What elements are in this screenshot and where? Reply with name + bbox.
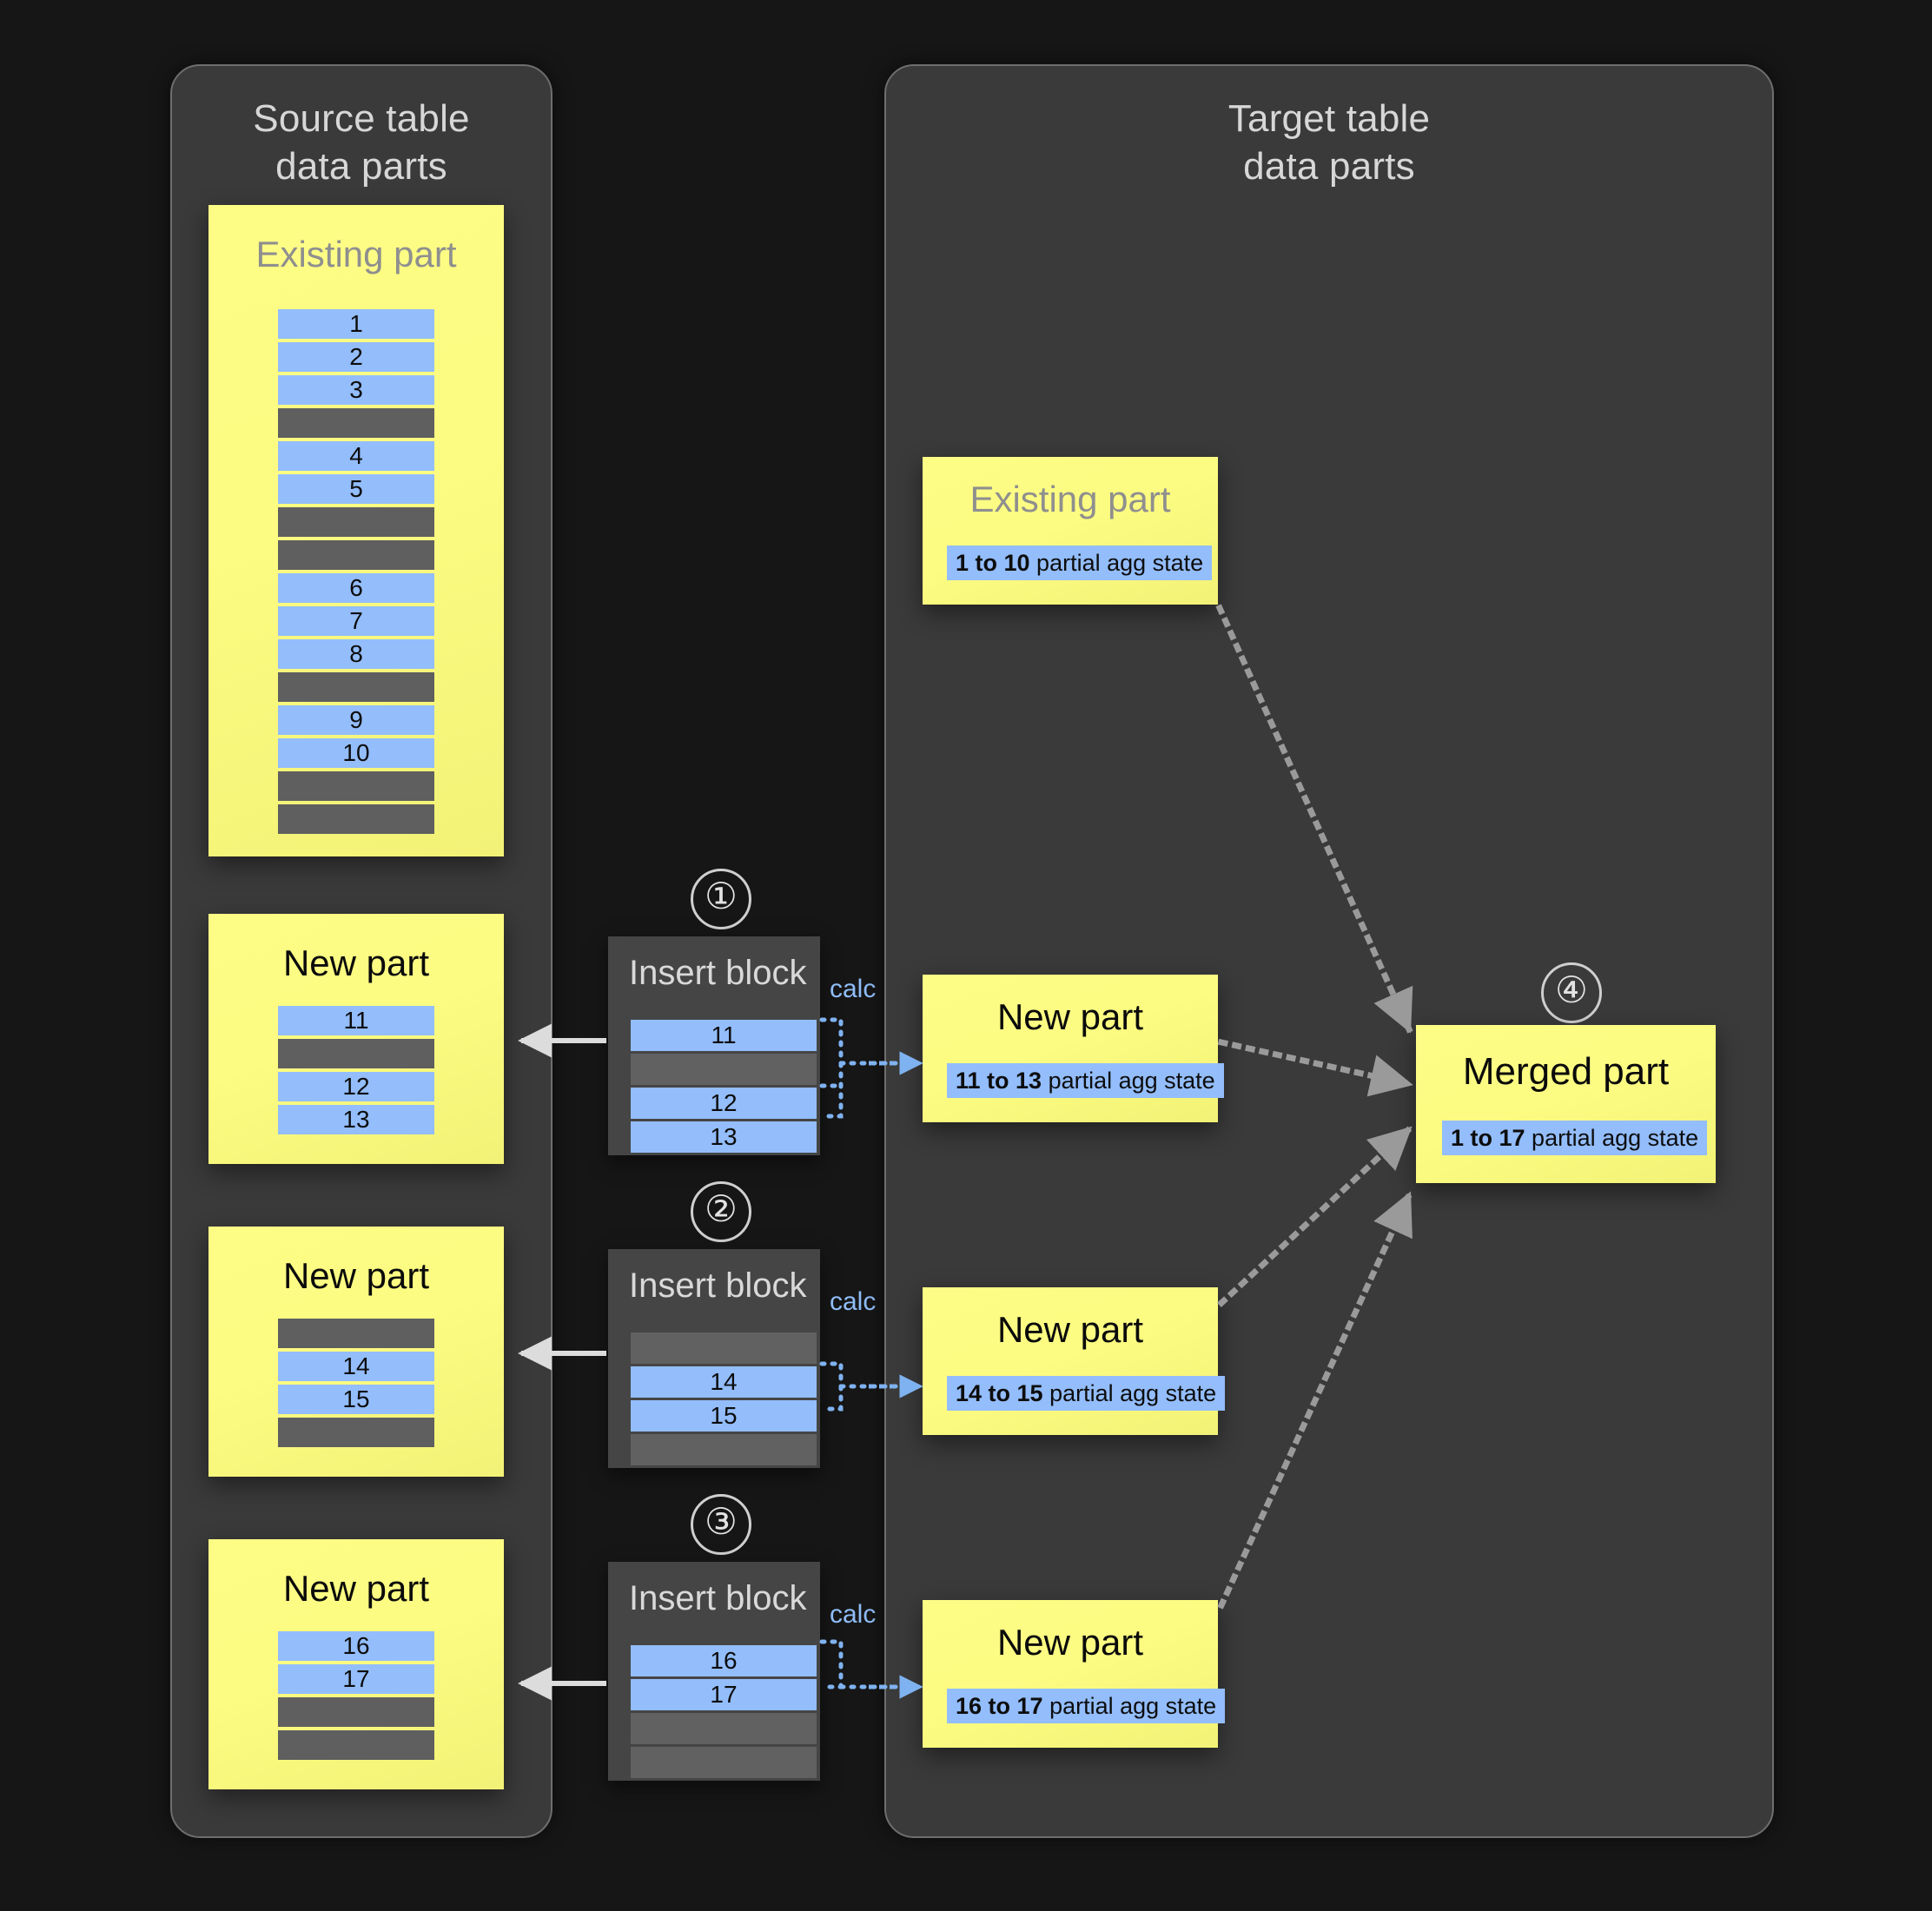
step-badge-3: ③ (691, 1494, 751, 1555)
insert-block-1-row-2 (631, 1054, 817, 1085)
target-new-part-2-title: New part (996, 1309, 1144, 1350)
agg-range: 1 to 10 (956, 550, 1030, 576)
source-table-title: Source table data parts (253, 97, 470, 188)
source-new-part-2-row-1 (278, 1319, 434, 1348)
agg-range: 1 to 17 (1451, 1125, 1525, 1151)
source-existing-part-title: Existing part (255, 234, 457, 274)
insert-block-1-row-3: 12 (631, 1088, 817, 1119)
insert-block-2-row-2: 14 (631, 1366, 817, 1398)
target-new-part-3-title: New part (996, 1622, 1144, 1663)
insert-block-2-title: Insert block (629, 1266, 807, 1305)
source-existing-part-row-12 (278, 672, 434, 702)
source-existing-part-row-15 (278, 771, 434, 801)
target-existing-part-title: Existing part (969, 479, 1171, 519)
source-existing-part-row-3: 3 (278, 375, 434, 405)
step-badge-2: ② (691, 1181, 751, 1242)
source-existing-part-row-4 (278, 408, 434, 438)
merged-part-agg: 1 to 17 partial agg state (1442, 1121, 1708, 1155)
source-existing-part-row-5: 4 (278, 441, 434, 471)
insert-block-1-title: Insert block (629, 954, 807, 992)
merged-part-title: Merged part (1462, 1050, 1670, 1093)
source-existing-part-row-16 (278, 804, 434, 834)
target-new-part-2: New part 14 to 15 partial agg state (923, 1287, 1226, 1435)
source-new-part-2-row-2: 14 (278, 1352, 434, 1381)
source-new-part-2-row-4 (278, 1418, 434, 1447)
calc-label-1: calc (830, 975, 877, 1003)
calc-label-3: calc (830, 1600, 877, 1629)
source-existing-part-row-1: 1 (278, 309, 434, 339)
calc-label-2: calc (830, 1287, 877, 1316)
source-existing-part-row-8 (278, 540, 434, 570)
target-existing-part-agg: 1 to 10 partial agg state (947, 546, 1213, 580)
source-new-part-2: New part 14 15 (208, 1227, 504, 1477)
source-new-part-1-title: New part (282, 942, 430, 983)
source-existing-part-row-14: 10 (278, 738, 434, 768)
source-new-part-3-row-3 (278, 1697, 434, 1727)
insert-block-2-row-1 (631, 1332, 817, 1364)
step-badge-1: ① (691, 869, 751, 929)
source-new-part-3-row-4 (278, 1730, 434, 1760)
agg-suffix: partial agg state (1042, 1068, 1215, 1094)
source-new-part-2-title: New part (282, 1255, 430, 1296)
agg-suffix: partial agg state (1525, 1125, 1699, 1151)
target-new-part-1-agg: 11 to 13 partial agg state (947, 1063, 1224, 1098)
insert-block-3-row-4 (631, 1747, 817, 1778)
insert-block-2-row-3: 15 (631, 1400, 817, 1432)
source-existing-part-row-9: 6 (278, 573, 434, 603)
target-new-part-3-agg: 16 to 17 partial agg state (947, 1689, 1226, 1723)
source-existing-part-row-2: 2 (278, 342, 434, 372)
agg-range: 11 to 13 (956, 1068, 1042, 1094)
target-existing-part: Existing part 1 to 10 partial agg state (923, 457, 1218, 605)
target-new-part-1: New part 11 to 13 partial agg state (923, 975, 1224, 1122)
target-table-panel: Target table data parts (884, 64, 1774, 1838)
source-existing-part-row-6: 5 (278, 474, 434, 504)
source-new-part-3-title: New part (282, 1568, 430, 1609)
source-new-part-1-row-1: 11 (278, 1006, 434, 1035)
insert-block-3-title: Insert block (629, 1579, 807, 1617)
insert-block-3-row-1: 16 (631, 1645, 817, 1676)
source-new-part-2-row-3: 15 (278, 1385, 434, 1414)
source-new-part-1-row-4: 13 (278, 1105, 434, 1134)
source-new-part-1-row-3: 12 (278, 1072, 434, 1101)
agg-suffix: partial agg state (1042, 1380, 1217, 1406)
source-new-part-1-row-2 (278, 1039, 434, 1068)
agg-range: 16 to 17 (956, 1693, 1043, 1719)
agg-range: 14 to 15 (956, 1380, 1043, 1406)
insert-block-3-row-2: 17 (631, 1679, 817, 1710)
source-new-part-3-row-2: 17 (278, 1664, 434, 1694)
step-badge-4: ④ (1541, 962, 1602, 1023)
insert-block-1-row-4: 13 (631, 1121, 817, 1153)
target-new-part-1-title: New part (996, 996, 1144, 1037)
target-table-title: Target table data parts (1227, 97, 1431, 188)
insert-block-1-row-1: 11 (631, 1020, 817, 1051)
source-existing-part-row-13: 9 (278, 705, 434, 735)
insert-block-2-row-4 (631, 1434, 817, 1465)
agg-suffix: partial agg state (1042, 1693, 1217, 1719)
target-new-part-3: New part 16 to 17 partial agg state (923, 1600, 1226, 1748)
source-new-part-3-row-1: 16 (278, 1631, 434, 1661)
source-existing-part-row-7 (278, 507, 434, 537)
insert-block-3-row-3 (631, 1713, 817, 1744)
agg-suffix: partial agg state (1029, 550, 1204, 576)
target-new-part-2-agg: 14 to 15 partial agg state (947, 1376, 1226, 1411)
source-existing-part-row-10: 7 (278, 606, 434, 636)
source-new-part-1: New part 11 12 13 (208, 914, 504, 1164)
source-existing-part-row-11: 8 (278, 639, 434, 669)
merged-part: Merged part 1 to 17 partial agg state (1416, 1025, 1716, 1183)
